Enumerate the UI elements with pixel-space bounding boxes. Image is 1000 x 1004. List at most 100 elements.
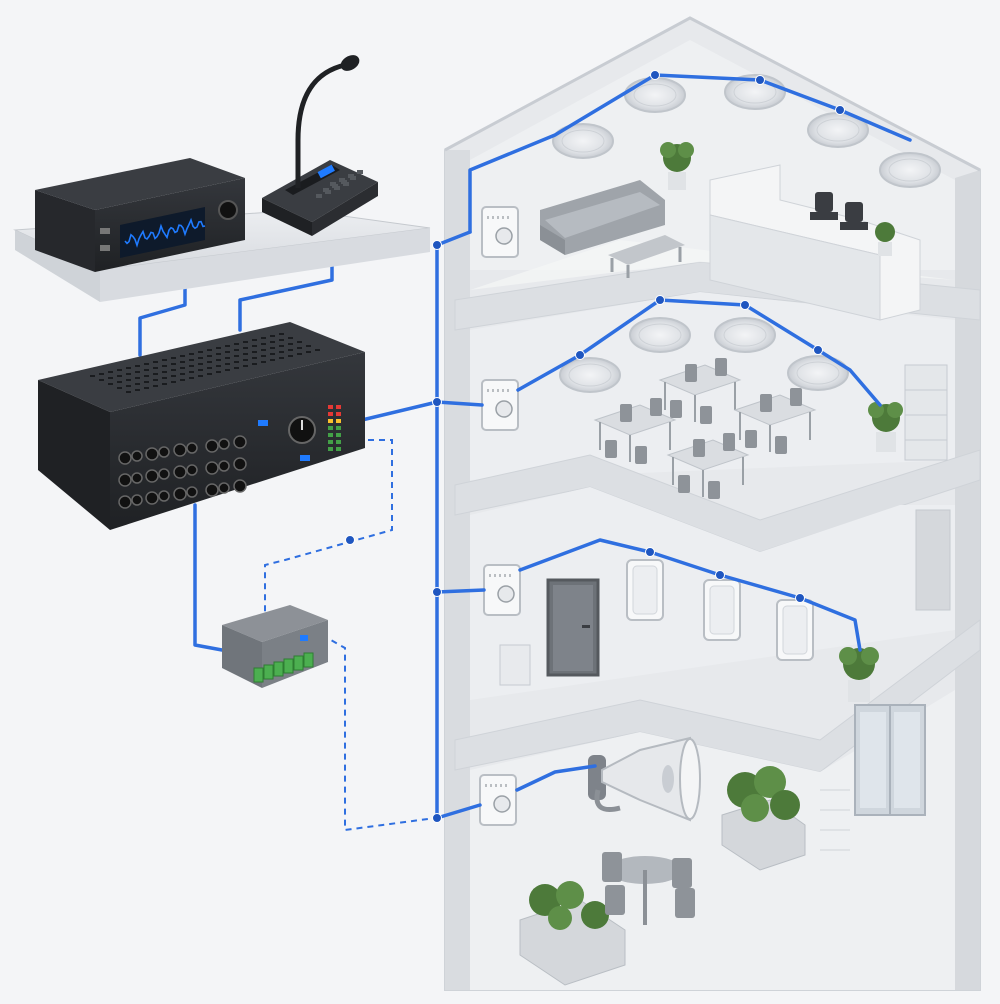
- chair: [693, 439, 705, 457]
- vent-slot: [270, 353, 275, 355]
- cable-junction: [645, 547, 655, 557]
- mixer-knob: [145, 469, 159, 483]
- vent-slot: [216, 353, 221, 355]
- mixer-amplifier-icon: [38, 322, 365, 530]
- cable-mixer-to-terminal: [193, 503, 224, 652]
- vent-slot: [216, 365, 221, 367]
- vent-slot: [270, 335, 275, 337]
- corridor-door: [546, 578, 600, 677]
- control-link-terminal-floor-1: [321, 634, 436, 832]
- vent-slot: [144, 381, 149, 383]
- vent-slot: [162, 371, 167, 373]
- mixer-knob: [173, 443, 187, 457]
- vent-slot: [153, 379, 158, 381]
- ceiling-speaker-icon: [787, 355, 849, 391]
- office-chairs: [810, 192, 868, 230]
- mixer-knob: [173, 487, 187, 501]
- vent-slot: [198, 357, 203, 359]
- cable-floor-1-horn: [515, 764, 597, 792]
- keypad: [316, 170, 363, 198]
- vent-slot: [279, 345, 284, 347]
- speaker-grille: [888, 158, 932, 182]
- speaker-grille: [632, 565, 658, 615]
- vent-slot: [99, 373, 104, 375]
- vent-slot: [189, 353, 194, 355]
- volume-knob: [497, 585, 515, 603]
- cable-junction: [755, 75, 765, 85]
- cable-mixer-to-riser: [360, 400, 439, 422]
- planter-left: [519, 881, 626, 986]
- chair: [715, 358, 727, 376]
- vent-slot: [234, 367, 239, 369]
- keypad-key: [316, 194, 322, 198]
- vent-slot: [252, 357, 257, 359]
- mixer-knob: [145, 491, 159, 505]
- vent-slot: [252, 345, 257, 347]
- vent-slot: [306, 351, 311, 353]
- reception-desk: [709, 164, 921, 321]
- vent-slot: [180, 373, 185, 375]
- waveform-display: [124, 217, 206, 248]
- cable-junction: [575, 350, 585, 360]
- chair: [678, 475, 690, 493]
- plant-f4a: [660, 142, 694, 190]
- mixer-knob: [173, 465, 187, 479]
- vent-slot: [306, 345, 311, 347]
- mixer-knob: [118, 495, 132, 509]
- cable-branch-floor-3: [435, 400, 484, 407]
- chair: [708, 481, 720, 499]
- meter-led: [336, 447, 341, 451]
- mixer-knob: [233, 479, 247, 493]
- meter-led: [328, 412, 333, 416]
- vent-slot: [243, 353, 248, 355]
- vent-slot: [297, 341, 302, 343]
- vent-slot: [288, 355, 293, 357]
- chair: [650, 398, 662, 416]
- vent-slot: [234, 349, 239, 351]
- vent-slot: [297, 347, 302, 349]
- vent-slot: [180, 355, 185, 357]
- vent-slot: [144, 375, 149, 377]
- mixer-knob: [158, 468, 170, 480]
- ceiling-speaker-icon: [552, 123, 614, 159]
- chair: [723, 433, 735, 451]
- ceiling-speaker-icon: [629, 317, 691, 353]
- vent-slot: [261, 355, 266, 357]
- vent-slot: [225, 357, 230, 359]
- chair: [775, 436, 787, 454]
- cable-junction: [795, 593, 805, 603]
- floor-3-furniture: [593, 358, 817, 499]
- vent-slot: [117, 369, 122, 371]
- vent-slot: [225, 363, 230, 365]
- mixer-knobs: [118, 435, 247, 509]
- vent-slot: [297, 353, 302, 355]
- mixer-knob: [145, 447, 159, 461]
- vent-slot: [189, 377, 194, 379]
- building-left-edge: [445, 150, 470, 990]
- chair: [670, 400, 682, 418]
- vent-slot: [171, 363, 176, 365]
- vent-slot: [279, 357, 284, 359]
- wall-panel: [499, 644, 531, 686]
- speaker-grille: [796, 361, 840, 385]
- vent-slot: [207, 361, 212, 363]
- chair: [745, 430, 757, 448]
- vent-slot: [207, 349, 212, 351]
- chair: [685, 364, 697, 382]
- cable-junction: [345, 535, 355, 545]
- speaker-layer: [552, 74, 941, 661]
- vent-slot: [117, 381, 122, 383]
- volume-knob: [495, 227, 513, 245]
- vent-slot: [135, 383, 140, 385]
- volume-controls: [479, 206, 521, 826]
- mixer-knob: [131, 494, 143, 506]
- vent-slot: [243, 341, 248, 343]
- keypad-key: [357, 170, 363, 174]
- floor-4-furniture: [540, 142, 921, 321]
- cable-junction: [432, 397, 442, 407]
- vent-slot: [144, 369, 149, 371]
- vent-slot: [162, 365, 167, 367]
- vent-slot: [252, 363, 257, 365]
- vent-slot: [162, 377, 167, 379]
- vent-slot: [198, 351, 203, 353]
